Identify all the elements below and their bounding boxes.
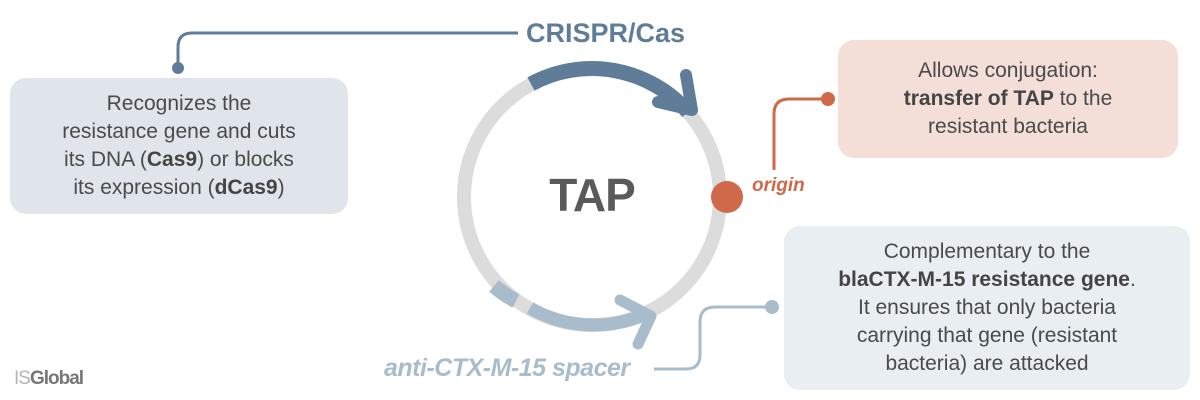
logo-global: Global [29,368,84,389]
crispr-label: CRISPR/Cas [526,18,686,48]
text-line: resistance gene and cuts [62,120,296,143]
origin-dot [711,181,743,213]
text: its expression ( [73,176,215,199]
text-line: Complementary to the [883,240,1091,263]
isglobal-logo: ISGlobal [14,368,84,390]
spacer-label: anti-CTX-M-15 spacer [384,354,630,382]
text-line: carrying that gene (resistant [856,324,1118,347]
cas9-term: Cas9 [146,148,198,171]
spacer-connector [654,305,770,371]
spacer-block [489,280,520,308]
spacer-arrowhead-icon [614,294,657,350]
crispr-arc [527,61,694,118]
text-line: Allows conjugation: [918,59,1098,82]
text-line: It ensures that only bacteria [858,296,1116,319]
origin-connector-dot [821,92,835,106]
logo-is: IS [14,368,31,389]
crispr-connector-dot [172,62,184,74]
spacer-arc [526,302,651,332]
text: its DNA ( [64,148,147,171]
text: to the [1053,87,1113,110]
dcas9-term: dCas9 [214,176,278,199]
origin-label: origin [752,175,805,196]
spacer-connector-dot [765,300,779,314]
spacer-description-box: Complementary to the blaCTX-M-15 resista… [784,226,1190,390]
text: ) or blocks [197,148,294,171]
text-line: bacteria) are attacked [885,352,1089,375]
origin-description-box: Allows conjugation: transfer of TAP to t… [838,40,1178,158]
text: ) [277,176,285,199]
crispr-connector [176,31,518,66]
text-line: resistant bacteria [928,115,1088,138]
transfer-term: transfer of TAP [903,87,1054,110]
gene-term: blaCTX-M-15 resistance gene [838,268,1130,291]
crispr-arrowhead-icon [652,69,698,116]
plasmid-title: TAP [549,169,636,221]
origin-connector [772,97,826,170]
text-line: Recognizes the [106,92,252,115]
text: . [1129,268,1136,291]
crispr-description-box: Recognizes the resistance gene and cuts … [10,78,348,214]
